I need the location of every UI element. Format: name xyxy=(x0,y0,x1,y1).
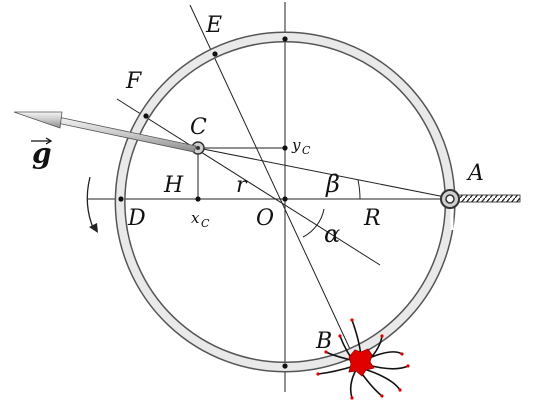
line-C-A xyxy=(197,147,451,199)
beta-arc xyxy=(357,179,361,200)
label-yc: y xyxy=(291,136,301,154)
label-r: r xyxy=(236,173,248,198)
point-F-dot xyxy=(143,113,149,119)
label-H: H xyxy=(163,173,184,198)
label-beta: β xyxy=(325,170,340,198)
point-bottom-dot xyxy=(282,363,288,369)
label-C: C xyxy=(190,115,207,140)
spark-icon xyxy=(316,318,410,400)
point-xc-dot xyxy=(195,196,201,202)
label-R: R xyxy=(363,206,381,231)
point-O-dot xyxy=(282,196,288,202)
label-A: A xyxy=(466,161,484,186)
point-E-dot xyxy=(212,51,218,57)
label-xc-sub: C xyxy=(201,217,210,230)
label-B: B xyxy=(315,329,332,354)
g-vector-head xyxy=(45,137,53,145)
alpha-arc xyxy=(302,208,325,238)
label-F: F xyxy=(125,69,142,94)
line-F-alpha xyxy=(116,98,381,266)
point-D-dot xyxy=(118,196,124,202)
rotation-icon xyxy=(86,176,98,233)
pivot-C-hole xyxy=(196,146,200,150)
hinge-icon xyxy=(440,189,460,209)
label-O: O xyxy=(256,206,274,231)
gravity-arrow xyxy=(13,111,197,153)
point-top-dot xyxy=(282,36,288,42)
label-D: D xyxy=(127,206,146,231)
wall-hatch xyxy=(457,194,521,203)
line-E-B xyxy=(189,4,357,363)
point-yc-dot xyxy=(282,145,288,151)
label-yc-sub: C xyxy=(302,144,311,157)
label-xc: x xyxy=(191,209,200,227)
label-g: g xyxy=(32,137,52,170)
label-E: E xyxy=(205,13,222,38)
label-alpha: α xyxy=(324,220,340,248)
